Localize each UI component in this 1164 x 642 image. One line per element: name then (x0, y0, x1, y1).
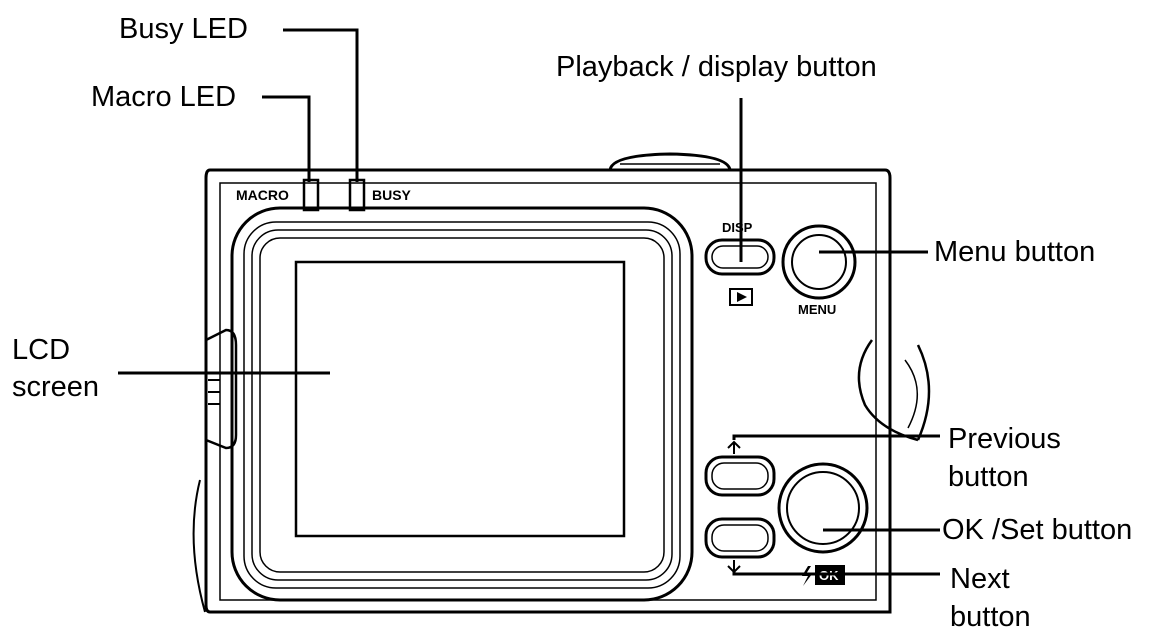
menu-button-callout: Menu button (934, 236, 1096, 268)
leader-lines (118, 28, 940, 576)
camera-body (192, 152, 931, 614)
lcd-callout-line2: screen (12, 371, 100, 403)
lcd-bezel (230, 206, 694, 602)
previous-button[interactable] (704, 455, 776, 497)
busy-label: BUSY (372, 187, 412, 203)
lcd-callout-line1: LCD (12, 334, 71, 366)
lightning-bolt-icon (802, 566, 812, 586)
macro-led (302, 178, 320, 212)
previous-leader (732, 434, 940, 440)
play-triangle-icon (729, 288, 753, 306)
next-button[interactable] (704, 517, 776, 559)
busy-led (348, 178, 366, 212)
lcd-screen (294, 260, 626, 538)
menu-button[interactable] (781, 224, 857, 300)
previous-callout-line2: button (948, 461, 1029, 493)
disp-label: DISP (722, 220, 753, 235)
macro-label: MACRO (236, 187, 289, 203)
macro-led-callout: Macro LED (91, 81, 237, 113)
ok-button-callout: OK /Set button (942, 514, 1133, 546)
busy-led-callout: Busy LED (119, 13, 248, 45)
next-leader (732, 570, 940, 576)
next-callout-line1: Next (950, 563, 1010, 595)
previous-callout-line1: Previous (948, 423, 1061, 455)
next-callout-line2: button (950, 601, 1031, 633)
macro-led-leader (262, 95, 311, 182)
up-arrow-icon (727, 440, 741, 454)
playback-button-callout: Playback / display button (556, 51, 877, 83)
menu-label: MENU (798, 302, 836, 317)
busy-led-leader (283, 28, 359, 182)
ok-set-button[interactable] (777, 462, 869, 554)
